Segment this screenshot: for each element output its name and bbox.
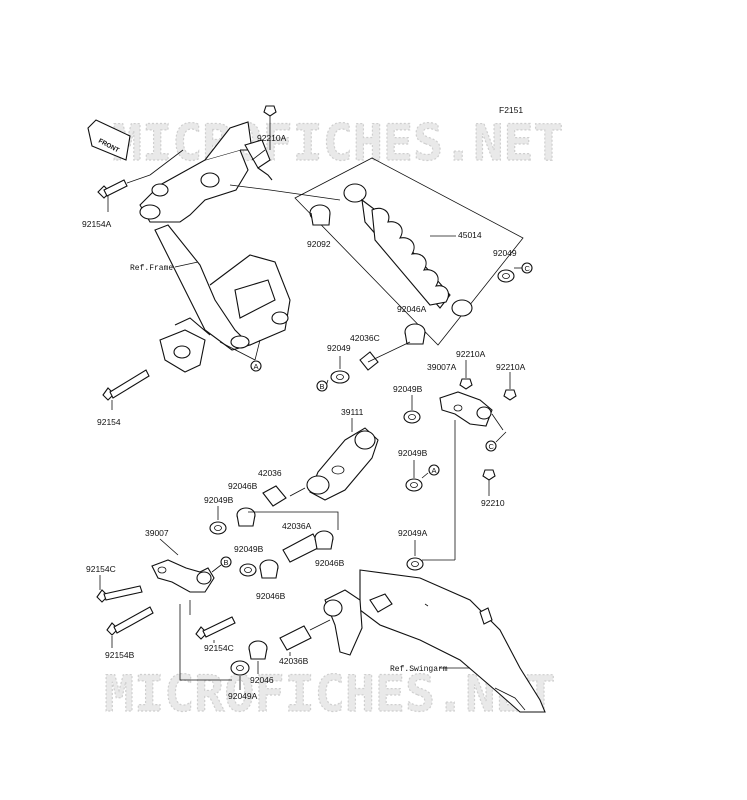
bushing-92092: [309, 204, 331, 226]
bolt-92154: [102, 369, 150, 410]
bolt-92154C-left: [96, 585, 143, 603]
svg-text:C: C: [525, 264, 531, 273]
label-92046B-1: 92046B: [228, 481, 258, 491]
ref-swingarm-label: Ref.Swingarm: [390, 665, 448, 674]
nut-92210A-top: [263, 105, 277, 150]
ref-frame-label: Ref.Frame: [130, 264, 173, 273]
nut-92210A-mid2: [503, 389, 517, 401]
callout-c-top: C: [521, 262, 533, 274]
collar-42036B: [279, 625, 312, 651]
nut-92210A-mid1: [459, 378, 473, 390]
label-92046: 92046: [250, 675, 274, 685]
bushing-92046B-1: [236, 507, 256, 527]
washer-92049A-right: [406, 557, 424, 571]
washer-92049B-3: [209, 521, 227, 535]
shock-absorber-45014: [294, 157, 524, 346]
svg-text:C: C: [489, 442, 495, 451]
swingarm: [323, 569, 546, 713]
label-39007A: 39007A: [427, 362, 457, 372]
callout-b-top: B: [316, 380, 328, 392]
callout-a-mid: A: [428, 464, 440, 476]
bolt-92154A: [97, 179, 128, 212]
collar-42036: [262, 485, 287, 507]
washer-92049B-1: [403, 410, 421, 424]
frame-boss-1: [151, 183, 169, 197]
label-92154C-left: 92154C: [86, 564, 116, 574]
label-92049-right: 92049: [493, 248, 517, 258]
label-92210: 92210: [481, 498, 505, 508]
label-92049B-3: 92049B: [204, 495, 234, 505]
washer-92049B-2: [405, 478, 423, 492]
label-92210A-mid2: 92210A: [496, 362, 526, 372]
label-92049A-bottom: 92049A: [228, 691, 258, 701]
bolt-92154C-mid: [195, 616, 236, 640]
svg-text:A: A: [432, 466, 437, 475]
label-45014: 45014: [458, 230, 482, 240]
callout-b-mid: B: [220, 556, 232, 568]
svg-text:B: B: [320, 382, 325, 391]
nut-92210: [482, 469, 496, 481]
label-92092: 92092: [307, 239, 331, 249]
label-92154A: 92154A: [82, 219, 112, 229]
bushing-92046B-2: [314, 530, 334, 550]
frame-assembly: [139, 121, 341, 373]
rocker-arm-39111: [306, 427, 379, 501]
label-92049A-right: 92049A: [398, 528, 428, 538]
label-92154B: 92154B: [105, 650, 135, 660]
link-plate-39007: [151, 559, 215, 593]
bushing-92046B-3: [259, 559, 279, 579]
label-42036B: 42036B: [279, 656, 309, 666]
collar-42036C: [359, 351, 379, 371]
link-plate-39007A: [439, 391, 493, 427]
washer-92049-mid: [330, 370, 350, 384]
label-92049B-4: 92049B: [234, 544, 264, 554]
label-92049-mid: 92049: [327, 343, 351, 353]
label-92210A-mid1: 92210A: [456, 349, 486, 359]
bushing-92046A: [404, 323, 426, 345]
label-39111: 39111: [341, 407, 364, 417]
label-92046B-2: 92046B: [315, 558, 345, 568]
label-42036A: 42036A: [282, 521, 312, 531]
label-92049B-1: 92049B: [393, 384, 423, 394]
callout-c-mid: C: [485, 440, 497, 452]
callout-a-top: A: [250, 360, 262, 372]
bolt-92154B: [106, 606, 154, 636]
front-arrow-icon: FRONT: [87, 119, 131, 161]
svg-text:A: A: [254, 362, 259, 371]
label-92046A: 92046A: [397, 304, 427, 314]
washer-92049B-4: [239, 563, 257, 577]
label-92049B-2: 92049B: [398, 448, 428, 458]
washer-92049A-bottom: [230, 660, 250, 676]
label-92154: 92154: [97, 417, 121, 427]
label-92046B-3: 92046B: [256, 591, 286, 601]
label-92210A-top: 92210A: [257, 133, 287, 143]
label-42036: 42036: [258, 468, 282, 478]
washer-92049-right: [497, 269, 515, 283]
label-42036C: 42036C: [350, 333, 380, 343]
label-39007: 39007: [145, 528, 169, 538]
watermark-top: MICROFICHES.NET: [112, 114, 564, 172]
figure-id: F2151: [499, 105, 523, 115]
bushing-92046: [248, 640, 268, 660]
label-92154C-mid: 92154C: [204, 643, 234, 653]
svg-text:B: B: [224, 558, 229, 567]
